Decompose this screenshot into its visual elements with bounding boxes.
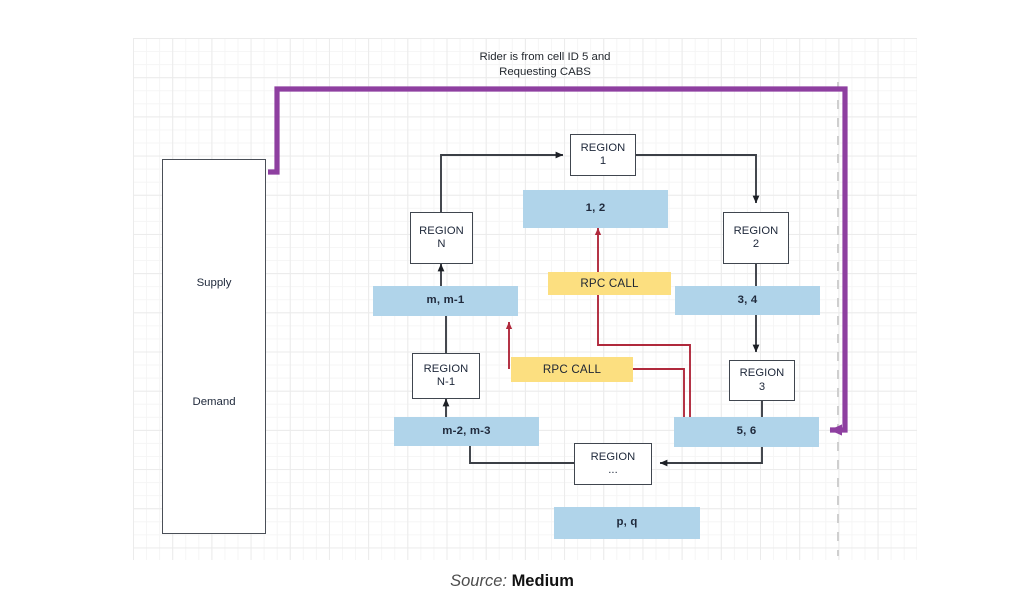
- annotation-line-2: Requesting CABS: [499, 66, 591, 79]
- region-n-title: REGION: [419, 224, 464, 237]
- cell-3-4-label: 3, 4: [737, 293, 758, 306]
- source-caption: Source: Medium: [0, 572, 1024, 591]
- node-region-n-1[interactable]: REGION N-1: [412, 353, 480, 399]
- node-region-n[interactable]: REGION N: [410, 212, 473, 264]
- cell-m2-m3-label: m-2, m-3: [442, 424, 491, 437]
- node-cell-m2-m3[interactable]: m-2, m-3: [394, 417, 539, 446]
- node-cell-3-4[interactable]: 3, 4: [675, 286, 820, 315]
- node-rpc-call-lower[interactable]: RPC CALL: [511, 357, 633, 382]
- region-dots-subtitle: ...: [608, 464, 618, 476]
- region-2-title: REGION: [733, 224, 779, 237]
- region-1-subtitle: 1: [599, 155, 607, 167]
- node-cell-p-q[interactable]: p, q: [554, 507, 700, 539]
- cell-m-m1-label: m, m-1: [426, 294, 465, 307]
- cell-1-2-label: 1, 2: [585, 202, 606, 215]
- region-n-1-subtitle: N-1: [436, 376, 456, 388]
- rpc-call-lower-label: RPC CALL: [542, 362, 602, 376]
- region-3-title: REGION: [739, 367, 785, 380]
- request-annotation: Rider is from cell ID 5 and Requesting C…: [405, 50, 685, 81]
- region-dots-title: REGION: [590, 450, 636, 463]
- node-rpc-call-upper[interactable]: RPC CALL: [548, 272, 671, 295]
- region-2-subtitle: 2: [752, 238, 760, 250]
- node-cell-1-2[interactable]: 1, 2: [523, 190, 668, 228]
- annotation-line-1: Rider is from cell ID 5 and: [479, 51, 611, 63]
- cell-5-6-label: 5, 6: [736, 425, 757, 438]
- node-cell-5-6[interactable]: 5, 6: [674, 417, 819, 447]
- region-1-title: REGION: [580, 141, 626, 154]
- node-region-2[interactable]: REGION 2: [723, 212, 789, 264]
- node-region-dots[interactable]: REGION ...: [574, 443, 652, 485]
- region-n-subtitle: N: [437, 238, 446, 250]
- region-3-subtitle: 3: [758, 380, 766, 393]
- node-region-3[interactable]: REGION 3: [729, 360, 795, 401]
- supply-label: Supply: [196, 277, 232, 289]
- node-cell-m-m1[interactable]: m, m-1: [373, 286, 518, 316]
- source-label: Source:: [450, 572, 507, 590]
- rpc-call-upper-label: RPC CALL: [580, 276, 639, 290]
- node-region-1[interactable]: REGION 1: [570, 134, 636, 176]
- cell-p-q-label: p, q: [616, 516, 638, 529]
- demand-label: Demand: [192, 396, 236, 408]
- supply-demand-box[interactable]: Supply Demand: [162, 159, 266, 534]
- region-n-1-title: REGION: [423, 362, 469, 375]
- source-name: Medium: [511, 572, 574, 590]
